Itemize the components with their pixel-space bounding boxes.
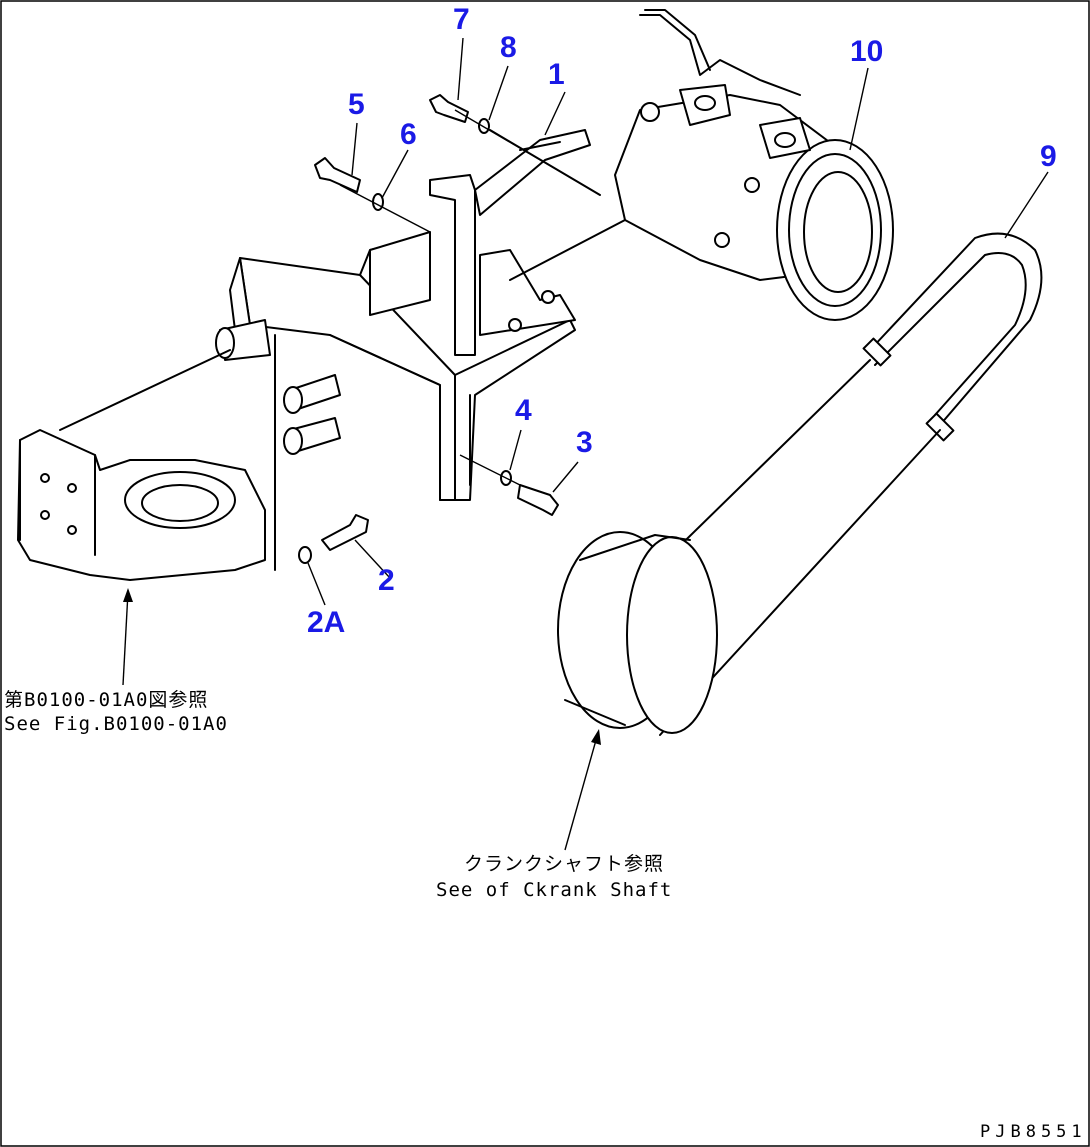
callout-8: 8 (500, 31, 517, 64)
assembly-line-7 (454, 109, 601, 196)
callout-3: 3 (576, 426, 593, 459)
bolt-3 (517, 484, 559, 516)
frame-ref-arrow (122, 588, 133, 686)
callout-10: 10 (850, 35, 884, 68)
frame-ref-note-en: See Fig.B0100-01A0 (4, 713, 228, 735)
bolt-5 (314, 157, 361, 193)
callout-2a: 2A (307, 606, 346, 639)
assembly-line-5 (339, 184, 431, 233)
callout-4: 4 (515, 394, 532, 427)
callout-6: 6 (400, 118, 417, 151)
frame-ref-note-jp: 第B0100-01A0図参照 (4, 689, 209, 711)
crank-ref-arrow (564, 729, 601, 851)
assembly-line-3 (459, 454, 521, 486)
washer-8 (478, 118, 490, 134)
callout-2: 2 (378, 564, 395, 597)
crank-ref-note-en: See of Ckrank Shaft (436, 879, 673, 901)
upright-plate (369, 129, 591, 356)
frame-casting (17, 429, 266, 581)
bolt-2 (321, 514, 369, 551)
callout-7: 7 (453, 3, 470, 36)
callout-leaders (307, 37, 1049, 606)
bracket-bosses (59, 319, 341, 571)
v-belt (649, 232, 1043, 736)
drawing-code: PJB8551 (980, 1122, 1087, 1142)
washer-6 (372, 193, 384, 211)
washer-2a (298, 546, 312, 564)
crank-ref-note-jp: クランクシャフト参照 (464, 853, 665, 875)
callout-9: 9 (1040, 140, 1057, 173)
callout-1: 1 (548, 58, 565, 91)
guide-line-lower (509, 219, 626, 281)
compressor (614, 9, 894, 321)
crank-pulley (557, 531, 718, 734)
callout-5: 5 (348, 88, 365, 121)
